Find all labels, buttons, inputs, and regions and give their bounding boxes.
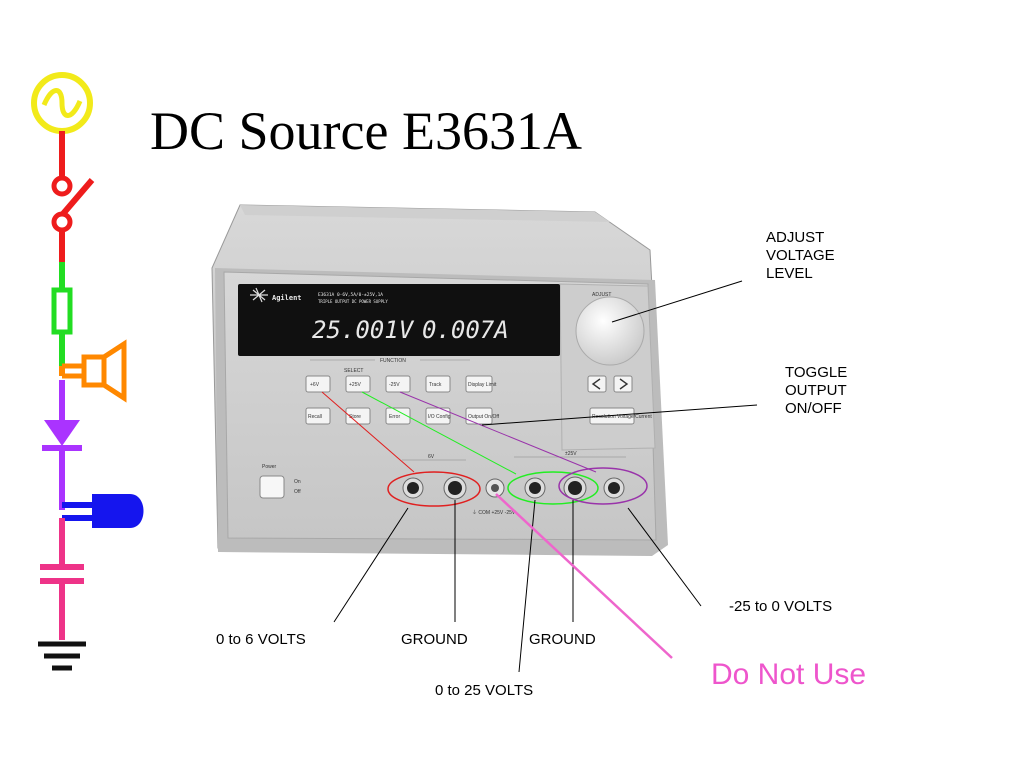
slide-title: DC Source E3631A (150, 101, 582, 161)
annotation-0-to-25-volts: 0 to 25 VOLTS (435, 682, 534, 699)
resolution-left-button[interactable] (587, 375, 607, 393)
terminal-neg25v[interactable] (603, 477, 625, 499)
button-neg25v[interactable] (385, 375, 411, 393)
diode-icon (42, 380, 82, 510)
symbol-strip (31, 72, 144, 671)
svg-text:+25V: +25V (349, 382, 361, 388)
connector-green (361, 391, 517, 475)
chevron-right-icon (619, 378, 629, 390)
switch-icon (51, 131, 95, 262)
button-recall[interactable] (305, 407, 331, 425)
terminal-group-25v-label: ±25V (565, 451, 577, 457)
terminal-6v-positive[interactable] (402, 477, 424, 499)
svg-text:I/O Config: I/O Config (428, 414, 451, 420)
lamp-icon (62, 494, 144, 528)
ring-25v-green (507, 471, 599, 505)
resolution-right-button[interactable] (613, 375, 633, 393)
power-button[interactable] (259, 475, 285, 499)
button-track[interactable] (425, 375, 451, 393)
svg-text:-25V: -25V (389, 382, 400, 388)
button-6v[interactable] (305, 375, 331, 393)
annotation-do-not-use: Do Not Use (711, 658, 867, 691)
model-sub-text: TRIPLE OUTPUT DC POWER SUPPLY (318, 299, 388, 304)
pointer-neg-25 (627, 507, 702, 607)
svg-text:Error: Error (389, 414, 400, 420)
display-voltage: 25.001V (312, 316, 415, 344)
power-off-label: Off (294, 489, 301, 495)
pointer-toggle (481, 404, 758, 426)
pointer-do-not-use (495, 493, 673, 659)
button-display-limit[interactable] (465, 375, 493, 393)
display-panel: Agilent E3631A 0-6V,5A/0-±25V,1A TRIPLE … (238, 284, 560, 356)
button-store[interactable] (345, 407, 371, 425)
annotation-adjust: ADJUST VOLTAGE LEVEL (766, 229, 835, 282)
terminal-6v-ground[interactable] (443, 476, 467, 500)
brand-text: Agilent (272, 294, 302, 302)
ring-neg25v-purple (558, 467, 648, 505)
display-current: 0.007A (422, 316, 509, 344)
annotation-ground-1: GROUND (401, 631, 468, 648)
svg-text:+6V: +6V (310, 382, 320, 388)
adjust-label: ADJUST (592, 292, 611, 298)
svg-text:Display Limit: Display Limit (468, 382, 497, 388)
svg-text:Track: Track (429, 382, 442, 388)
function-label: FUNCTION (380, 358, 406, 364)
terminal-bottom-text: ⏚ COM +25V -25V (472, 509, 516, 516)
adjust-knob[interactable] (575, 296, 645, 366)
fuse-icon (51, 262, 73, 366)
svg-text:Store: Store (349, 414, 361, 420)
annotation-neg-25-volts: -25 to 0 VOLTS (729, 598, 833, 615)
pointer-0-to-6 (333, 507, 409, 623)
select-label: SELECT (344, 368, 363, 374)
annotation-0-to-6-volts: 0 to 6 VOLTS (216, 631, 306, 648)
terminal-25v-positive[interactable] (524, 477, 546, 499)
svg-text:Recall: Recall (308, 414, 322, 420)
terminal-com-ground[interactable] (563, 476, 587, 500)
model-line-text: E3631A 0-6V,5A/0-±25V,1A (318, 292, 383, 298)
terminals (402, 476, 625, 500)
button-25v[interactable] (345, 375, 371, 393)
pointer-adjust (611, 280, 743, 323)
ring-6v-red (387, 471, 481, 507)
connector-red (321, 391, 415, 473)
agilent-logo-icon (250, 287, 268, 303)
capacitor-icon (40, 518, 84, 640)
terminal-group-6v-label: 6V (428, 454, 435, 460)
speaker-icon (59, 339, 127, 403)
button-row-1: +6V +25V -25V Track Display Limit (305, 375, 497, 393)
connector-purple (399, 391, 597, 473)
power-label: Power (262, 464, 277, 470)
annotation-toggle: TOGGLE OUTPUT ON/OFF (785, 364, 848, 417)
power-on-label: On (294, 479, 301, 485)
svg-text:Output On/Off: Output On/Off (468, 414, 500, 420)
ground-icon (38, 641, 86, 671)
button-error[interactable] (385, 407, 411, 425)
svg-text:Resolution Voltage/Current: Resolution Voltage/Current (592, 414, 652, 420)
terminal-chassis-ground[interactable] (485, 478, 505, 498)
annotation-ground-2: GROUND (529, 631, 596, 648)
button-row-2: Recall Store Error I/O Config Output On/… (305, 407, 500, 425)
chevron-left-icon (591, 378, 601, 390)
